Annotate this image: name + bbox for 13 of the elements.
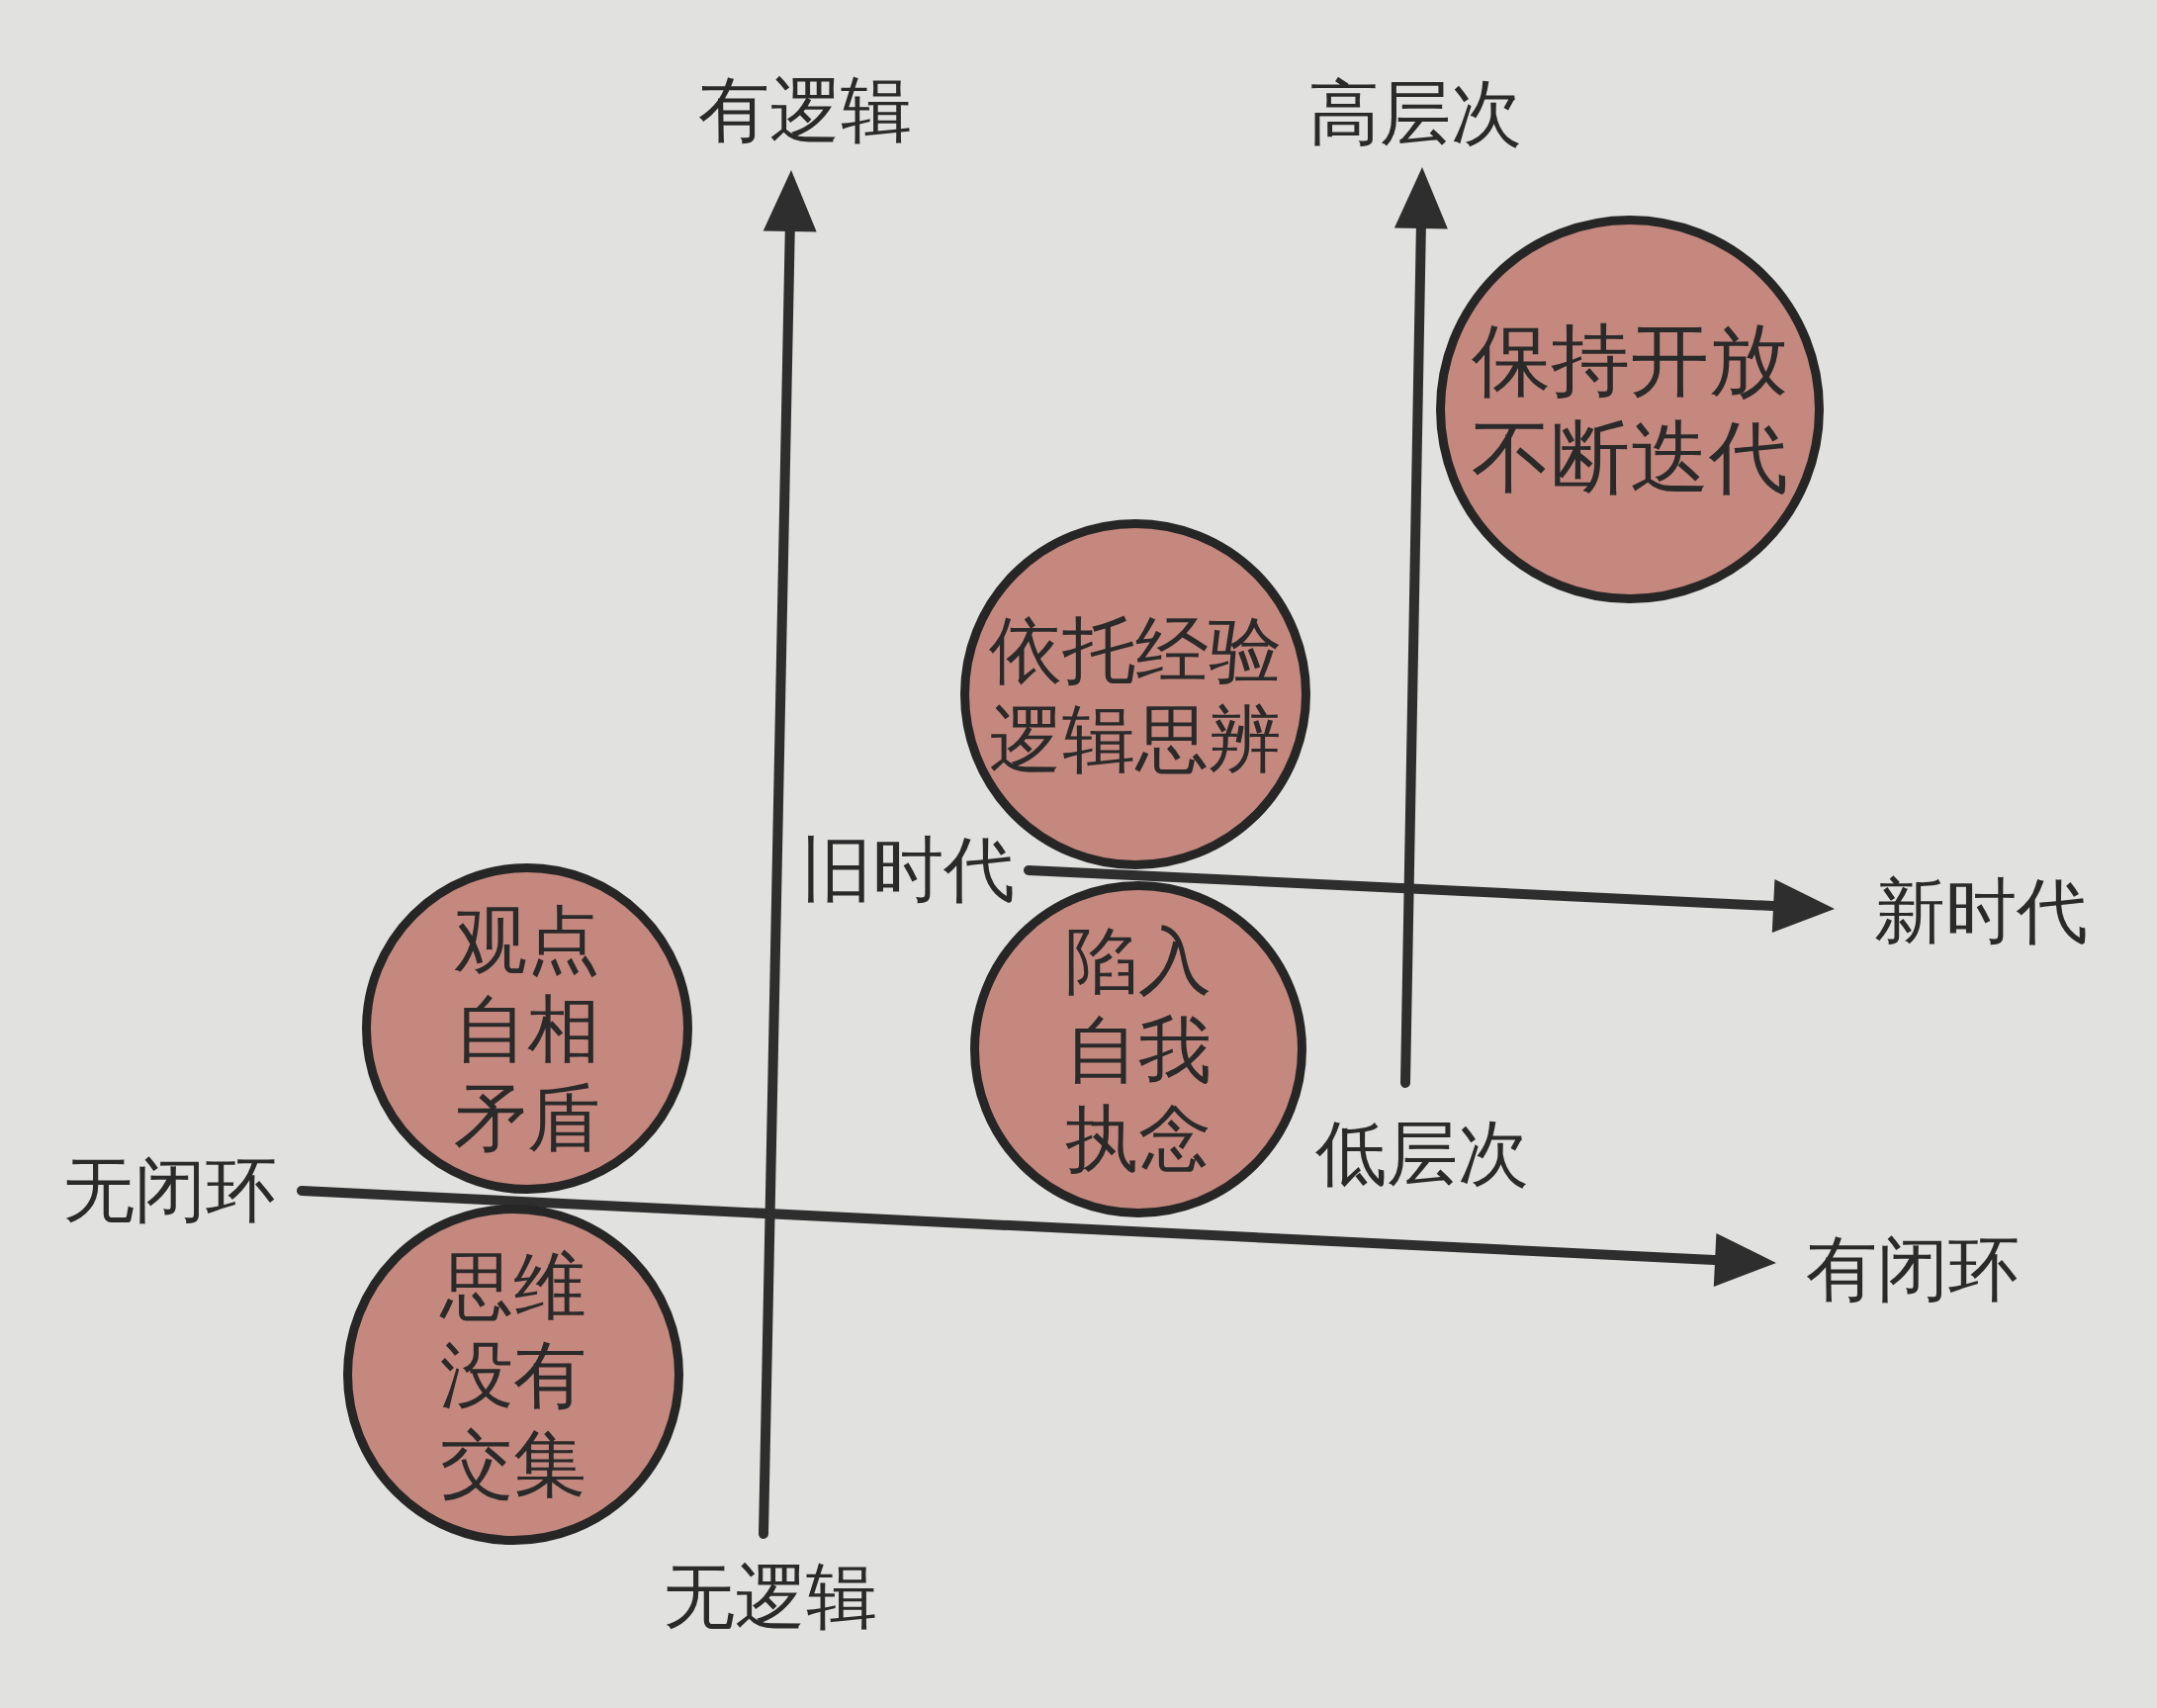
axis-label: 无逻辑 [664,1558,877,1637]
topic-text: 保持开放不断迭代 [1471,314,1789,505]
axis-label: 新时代 [1874,872,2088,951]
topic-text: 思维没有交集 [438,1241,587,1509]
topic-text: 观点自相矛盾 [453,895,601,1163]
topic-text: 依托经验逻辑思辨 [988,605,1283,783]
axis-label: 旧时代 [801,831,1015,910]
topic-text: 陷入自我执念 [1064,916,1213,1184]
axis-label: 有逻辑 [698,71,912,150]
axis-label: 无闭环 [63,1151,277,1230]
axis-label: 低层次 [1315,1115,1529,1194]
axis-label: 高层次 [1308,74,1522,153]
axis-label: 有闭环 [1806,1230,2020,1309]
